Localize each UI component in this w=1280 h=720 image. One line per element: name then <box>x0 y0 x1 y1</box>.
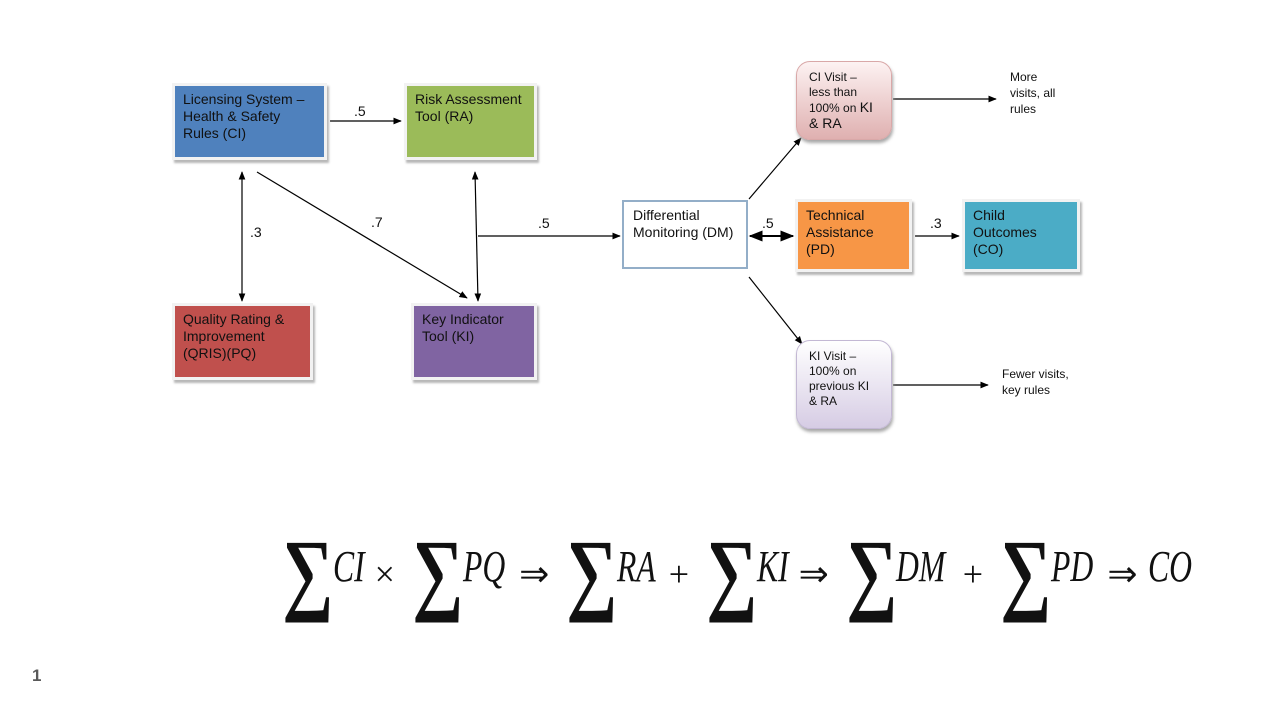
formula-term-co: CO <box>1147 541 1192 591</box>
formula-term-ra: RA <box>616 541 656 591</box>
node-ci-visit: CI Visit – less than 100% on KI & RA <box>796 61 892 140</box>
edge-dm-kivisit <box>748 276 803 345</box>
formula-op-implies: ⇒ <box>1107 554 1138 594</box>
formula-op-plus: + <box>962 554 984 594</box>
formula-op-implies: ⇒ <box>798 554 829 594</box>
formula-term-ci: CI <box>332 541 365 591</box>
edge-dm-civisit <box>748 137 802 200</box>
node-ki-visit: KI Visit – 100% on previous KI & RA <box>796 340 892 429</box>
sigma-symbol: ∑ <box>412 521 464 623</box>
node-licensing-system: Licensing System – Health & Safety Rules… <box>172 83 327 160</box>
ci-visit-ki: KI <box>859 99 873 115</box>
page-number: 1 <box>32 666 42 685</box>
edge-label-dm-pd: .5 <box>762 215 774 231</box>
formula-op-times: × <box>374 554 395 594</box>
formula-op-implies: ⇒ <box>519 554 550 594</box>
formula-term-ki: KI <box>756 541 789 591</box>
sigma-symbol: ∑ <box>566 521 618 623</box>
edge-label-ci-pq: .3 <box>250 224 262 240</box>
sigma-symbol: ∑ <box>282 521 334 623</box>
sigma-symbol: ∑ <box>845 521 898 623</box>
outcome-fewer-visits: Fewer visits, key rules <box>1002 367 1069 397</box>
node-key-indicator-tool: Key Indicator Tool (KI) <box>411 303 537 380</box>
formula-term-pd: PD <box>1050 541 1093 591</box>
edge-ci-ki <box>256 171 468 299</box>
edge-ra-ki <box>471 171 482 302</box>
edge-label-ci-ki: .7 <box>371 214 383 230</box>
edge-label-pd-co: .3 <box>930 215 942 231</box>
ci-visit-ra: & RA <box>809 115 842 131</box>
formula-term-pq: PQ <box>462 541 505 591</box>
formula-term-dm: DM <box>896 541 946 591</box>
ci-visit-text: CI Visit – less than 100% on <box>809 70 858 115</box>
formula: ∑ CI × ∑ PQ ⇒ ∑ RA + ∑ KI ⇒ ∑ DM + ∑ PD … <box>275 521 1191 623</box>
edge-label-raki-dm: .5 <box>538 215 550 231</box>
formula-op-plus: + <box>668 554 689 594</box>
node-risk-assessment-tool: Risk Assessment Tool (RA) <box>404 83 537 160</box>
outcome-more-visits: More visits, all rules <box>1010 70 1056 116</box>
node-quality-rating: Quality Rating & Improvement (QRIS)(PQ) <box>172 303 313 380</box>
node-technical-assistance: Technical Assistance (PD) <box>795 199 912 272</box>
node-differential-monitoring: Differential Monitoring (DM) <box>622 200 748 269</box>
sigma-symbol: ∑ <box>1000 521 1052 623</box>
edge-label-ci-ra: .5 <box>354 103 366 119</box>
node-child-outcomes: Child Outcomes (CO) <box>962 199 1080 272</box>
sigma-symbol: ∑ <box>706 521 758 623</box>
